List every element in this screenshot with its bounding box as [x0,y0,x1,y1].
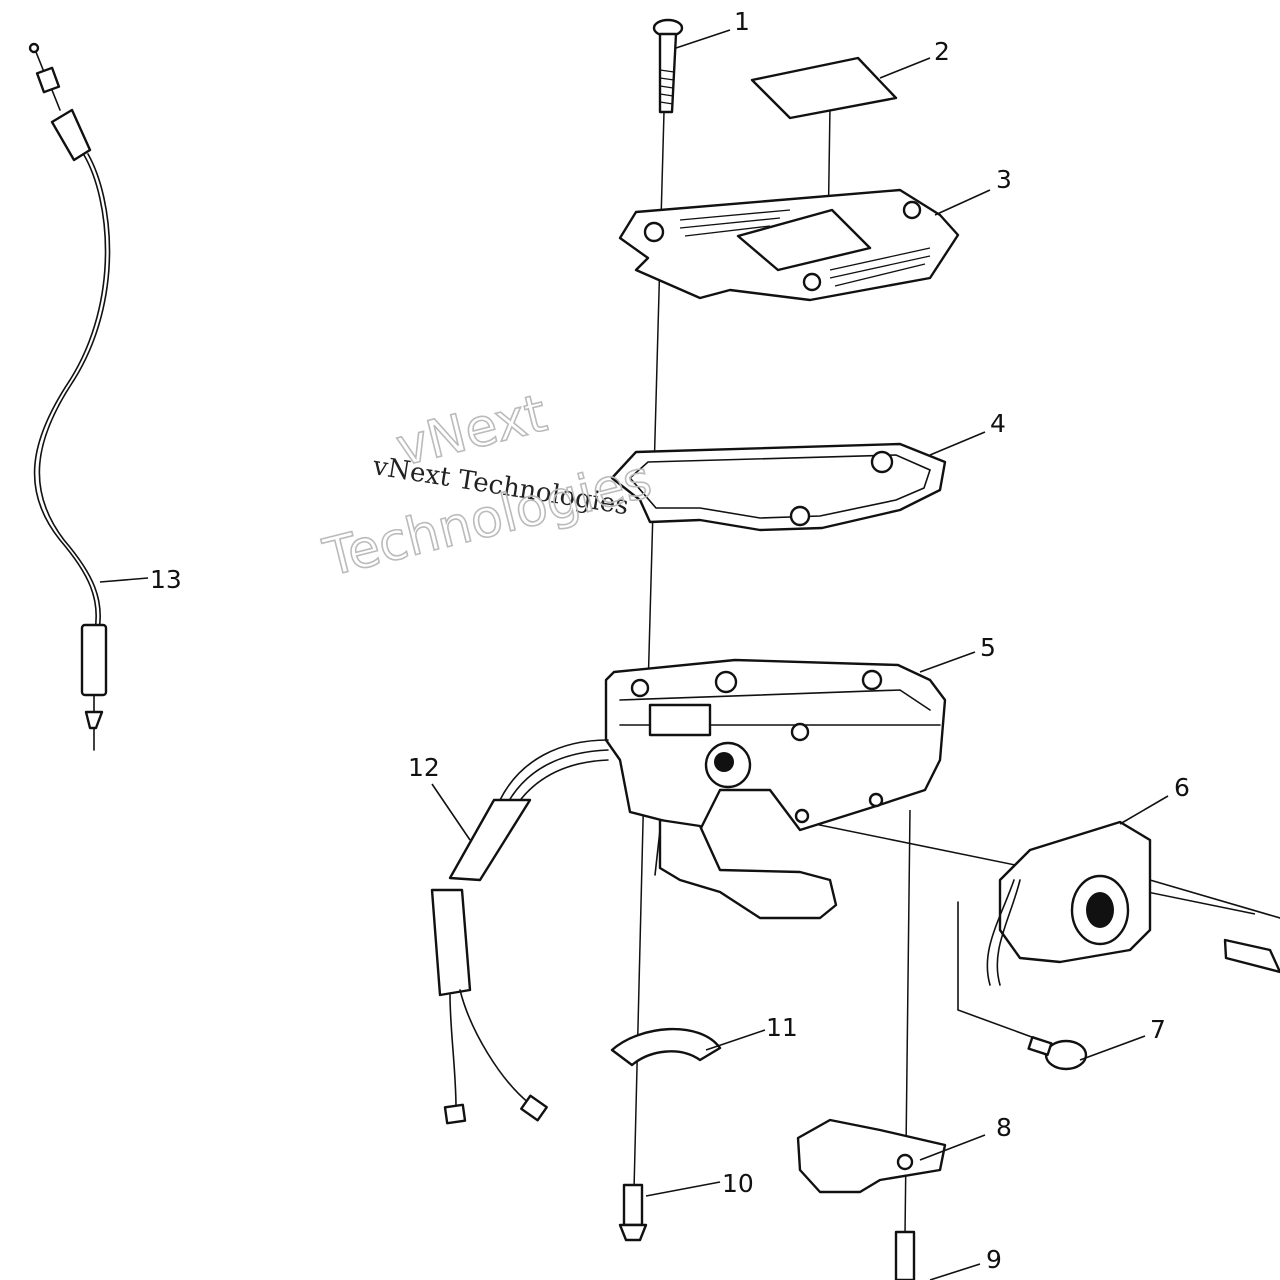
callout-2: 2 [934,37,950,66]
part-7-bulb [957,901,1088,1071]
callout-9: 9 [986,1245,1002,1274]
callout-3: 3 [996,165,1012,194]
callout-10: 10 [722,1169,754,1198]
callout-6: 6 [1174,773,1190,802]
watermark: vNext Technologies vNext Technologies [317,383,658,590]
part-6-switch-housing [986,820,1280,986]
callout-4: 4 [990,409,1006,438]
part-11-clip [610,1027,722,1067]
callout-13: 13 [150,565,182,594]
watermark-text-big-1: vNext [391,384,553,479]
callout-11: 11 [766,1013,798,1042]
callout-labels: 1 2 3 4 5 6 7 8 9 10 11 12 13 [150,7,1190,1274]
part-9-screw-bottom [894,1230,916,1280]
part-3-cover [618,188,960,302]
leader-lines [99,29,1169,1280]
callout-7: 7 [1150,1015,1166,1044]
callout-5: 5 [980,633,996,662]
part-4-gasket [610,442,947,532]
part-5-throttle-housing [604,658,947,920]
part-2-decal [750,56,898,120]
part-1-screw-top [652,18,684,114]
part-8-clamp [796,1118,947,1194]
callout-8: 8 [996,1113,1012,1142]
part-12-wiring-harness [430,739,609,1125]
part-10-screw-lower [618,1183,648,1242]
callout-12: 12 [408,753,440,782]
part-13-throttle-cable [28,42,111,751]
callout-1: 1 [734,7,750,36]
